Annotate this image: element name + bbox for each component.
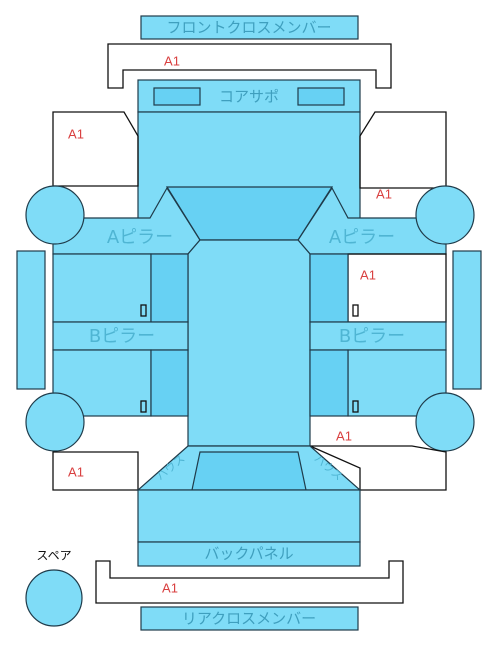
b-pillar-right-panel[interactable] xyxy=(309,321,447,351)
left-front-fender-outline xyxy=(52,111,139,187)
b-pillar-left-label: Bピラー xyxy=(89,326,155,347)
left-front-door-panel[interactable] xyxy=(52,253,152,323)
right-front-door-outline[interactable] xyxy=(347,253,447,323)
right-front-door-handle xyxy=(352,304,359,317)
roof-panel[interactable] xyxy=(187,239,311,447)
rear-window-panel[interactable] xyxy=(191,451,307,491)
spare-tire[interactable] xyxy=(25,569,83,627)
headlight-left xyxy=(153,87,201,106)
right-front-fender-outline xyxy=(359,111,447,189)
wheel-front-left[interactable] xyxy=(25,185,85,245)
front-bumper-outline xyxy=(107,43,392,89)
rear-cross-member-mark: A1 xyxy=(162,580,178,595)
back-panel-label: バックパネル xyxy=(204,545,293,563)
rear-cross-member-panel[interactable] xyxy=(140,606,359,631)
front-cross-member-label: フロントクロスメンバー xyxy=(166,19,331,37)
front-cross-member-mark: A1 xyxy=(164,53,180,68)
left-front-fender-mark: A1 xyxy=(68,126,84,141)
wheel-rear-right[interactable] xyxy=(415,392,475,452)
left-rear-quarter-outline xyxy=(52,451,139,491)
b-pillar-left-panel[interactable] xyxy=(52,321,189,351)
rear-cross-member-label: リアクロスメンバー xyxy=(182,610,316,628)
left-front-door-handle xyxy=(140,304,147,317)
right-front-door-sill xyxy=(309,253,349,323)
spare-label: スペア xyxy=(36,549,71,563)
left-rear-quarter-mark: A1 xyxy=(68,464,84,479)
trunk-lid-panel[interactable] xyxy=(137,489,361,543)
right-front-door-mark: A1 xyxy=(360,267,376,282)
rear-bumper-outline xyxy=(95,560,404,604)
right-side-sill[interactable] xyxy=(452,250,482,390)
headlight-right xyxy=(297,87,345,106)
left-side-sill[interactable] xyxy=(16,250,46,390)
left-rear-door-handle xyxy=(140,400,147,413)
a-pillar-left-label: Aピラー xyxy=(107,227,173,248)
a-pillar-right-label: Aピラー xyxy=(329,227,395,248)
right-rear-quarter-outline xyxy=(309,445,447,491)
right-rear-quarter-mark: A1 xyxy=(336,428,352,443)
wheel-front-right[interactable] xyxy=(415,185,475,245)
right-front-fender-mark: A1 xyxy=(376,186,392,201)
front-cross-member-panel[interactable] xyxy=(140,15,359,40)
wheel-rear-left[interactable] xyxy=(25,392,85,452)
left-rear-door-sill xyxy=(150,349,189,417)
back-panel[interactable] xyxy=(137,541,361,567)
core-support-label: コアサポ xyxy=(219,88,279,106)
right-rear-door-sill xyxy=(309,349,349,417)
b-pillar-right-label: Bピラー xyxy=(339,326,405,347)
left-front-door-sill xyxy=(150,253,189,323)
right-rear-door-handle xyxy=(352,400,359,413)
